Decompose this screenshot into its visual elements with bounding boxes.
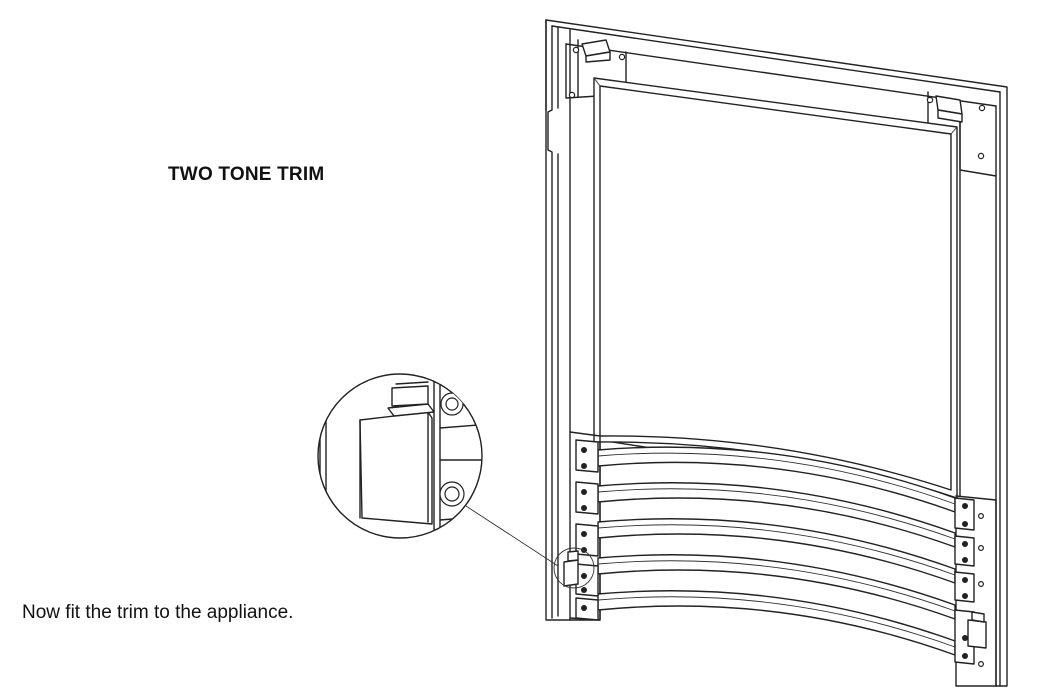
trim-strips xyxy=(569,431,997,687)
magnified-detail-callout xyxy=(317,373,483,539)
instruction-text: Now fit the trim to the appliance. xyxy=(22,602,294,623)
trim-clip xyxy=(553,547,595,589)
section-heading: TWO TONE TRIM xyxy=(168,164,325,185)
callout-leader-line xyxy=(465,505,559,567)
door-panel xyxy=(545,19,1008,687)
